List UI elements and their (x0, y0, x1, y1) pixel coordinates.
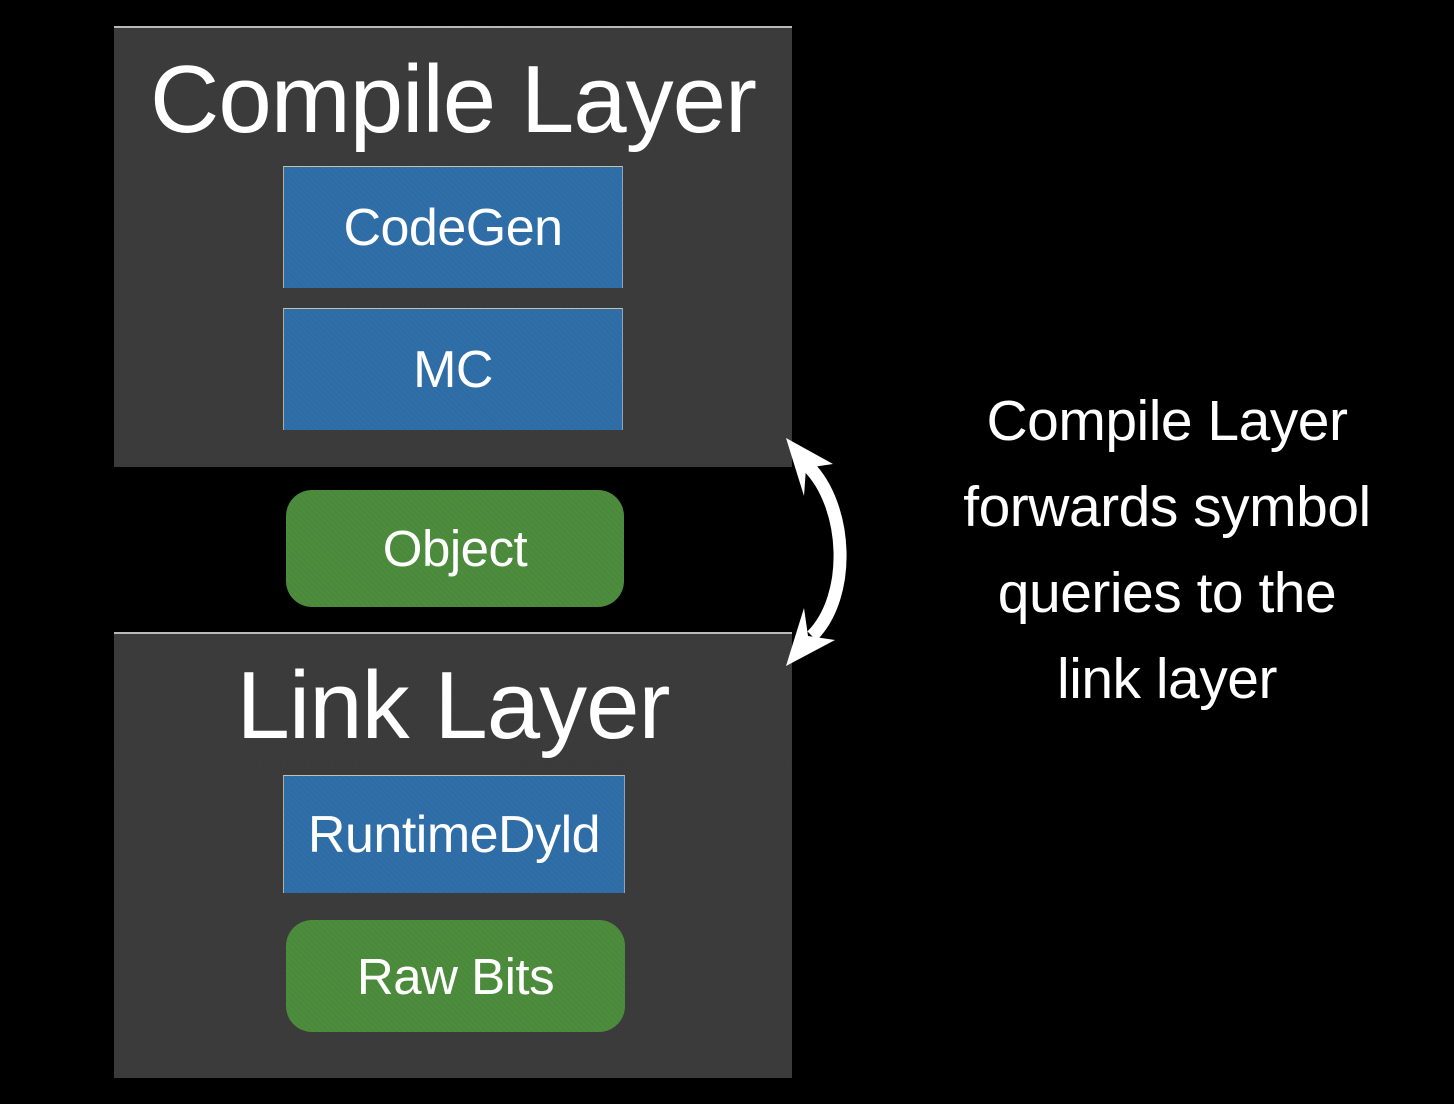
caption-line-2: forwards symbol (963, 475, 1371, 539)
object-label: Object (382, 520, 528, 577)
caption-line-4: link layer (1057, 647, 1277, 711)
caption-line-3: queries to the (997, 561, 1337, 625)
compile-layer-title: Compile Layer (150, 46, 757, 153)
curved-double-headed-arrow-icon (778, 430, 888, 670)
raw-bits-label: Raw Bits (356, 947, 555, 1005)
raw-bits-pill[interactable]: Raw Bits (286, 920, 625, 1032)
caption-line-1: Compile Layer (986, 389, 1349, 453)
codegen-box[interactable]: CodeGen (283, 166, 623, 288)
link-layer-title: Link Layer (236, 652, 671, 759)
runtimedyld-label: RuntimeDyld (307, 805, 601, 864)
caption-text: Compile Layer forwards symbol queries to… (880, 378, 1454, 722)
mc-label: MC (413, 340, 493, 399)
mc-box[interactable]: MC (283, 308, 623, 430)
runtimedyld-box[interactable]: RuntimeDyld (283, 775, 625, 893)
codegen-label: CodeGen (343, 198, 563, 257)
object-pill[interactable]: Object (286, 490, 624, 607)
